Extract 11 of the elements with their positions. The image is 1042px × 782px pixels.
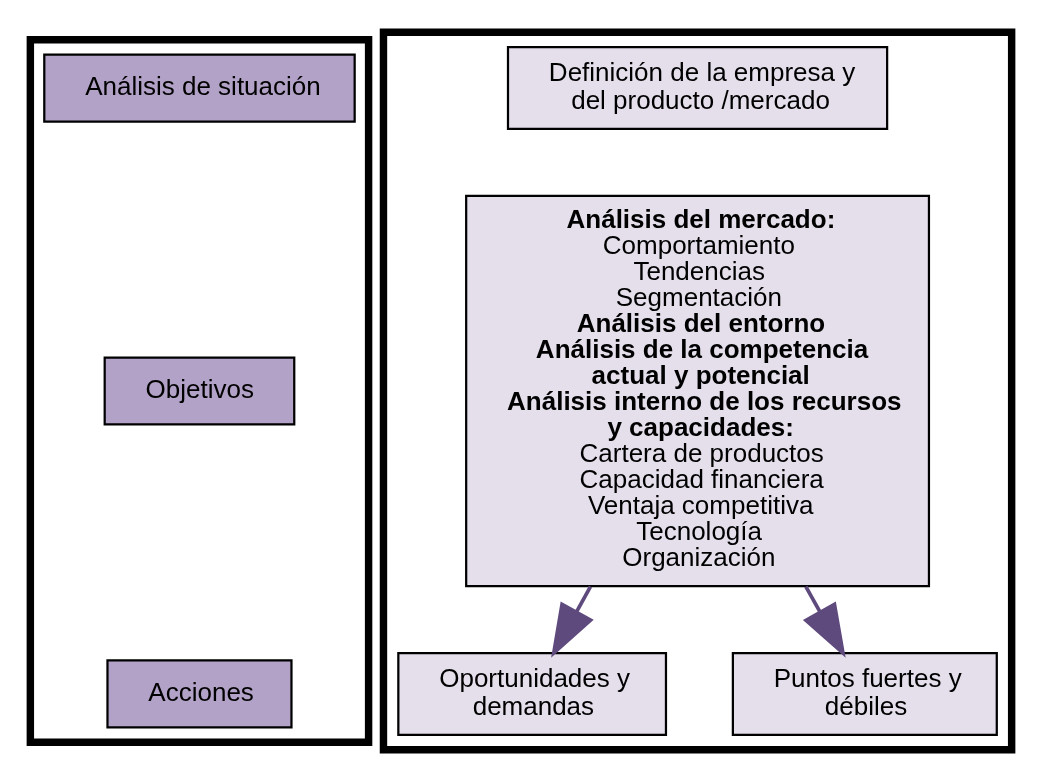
node-box: Definición de la empresa y del producto /mercado — [506, 46, 889, 131]
node-box: Puntos fuertes y débiles — [731, 651, 998, 736]
cluster — [26, 36, 373, 746]
arrow — [802, 585, 846, 658]
cluster — [379, 28, 1016, 754]
node-box: Análisis de situación — [43, 53, 356, 123]
node-box: Acciones — [106, 659, 293, 729]
node-box: Objetivos — [103, 356, 296, 426]
node-box: Análisis del mercado: Comportamiento Tendencias Segmentación Análisis del entorno Análisis de la competencia actual y potencial Análisis interno de los recursos y capacidades: Cartera de productos Capacidad financiera Ventaja competitiva Tecnología Organización — [465, 194, 931, 588]
arrow — [551, 585, 594, 658]
node-box: Oportunidades y demandas — [397, 651, 668, 736]
